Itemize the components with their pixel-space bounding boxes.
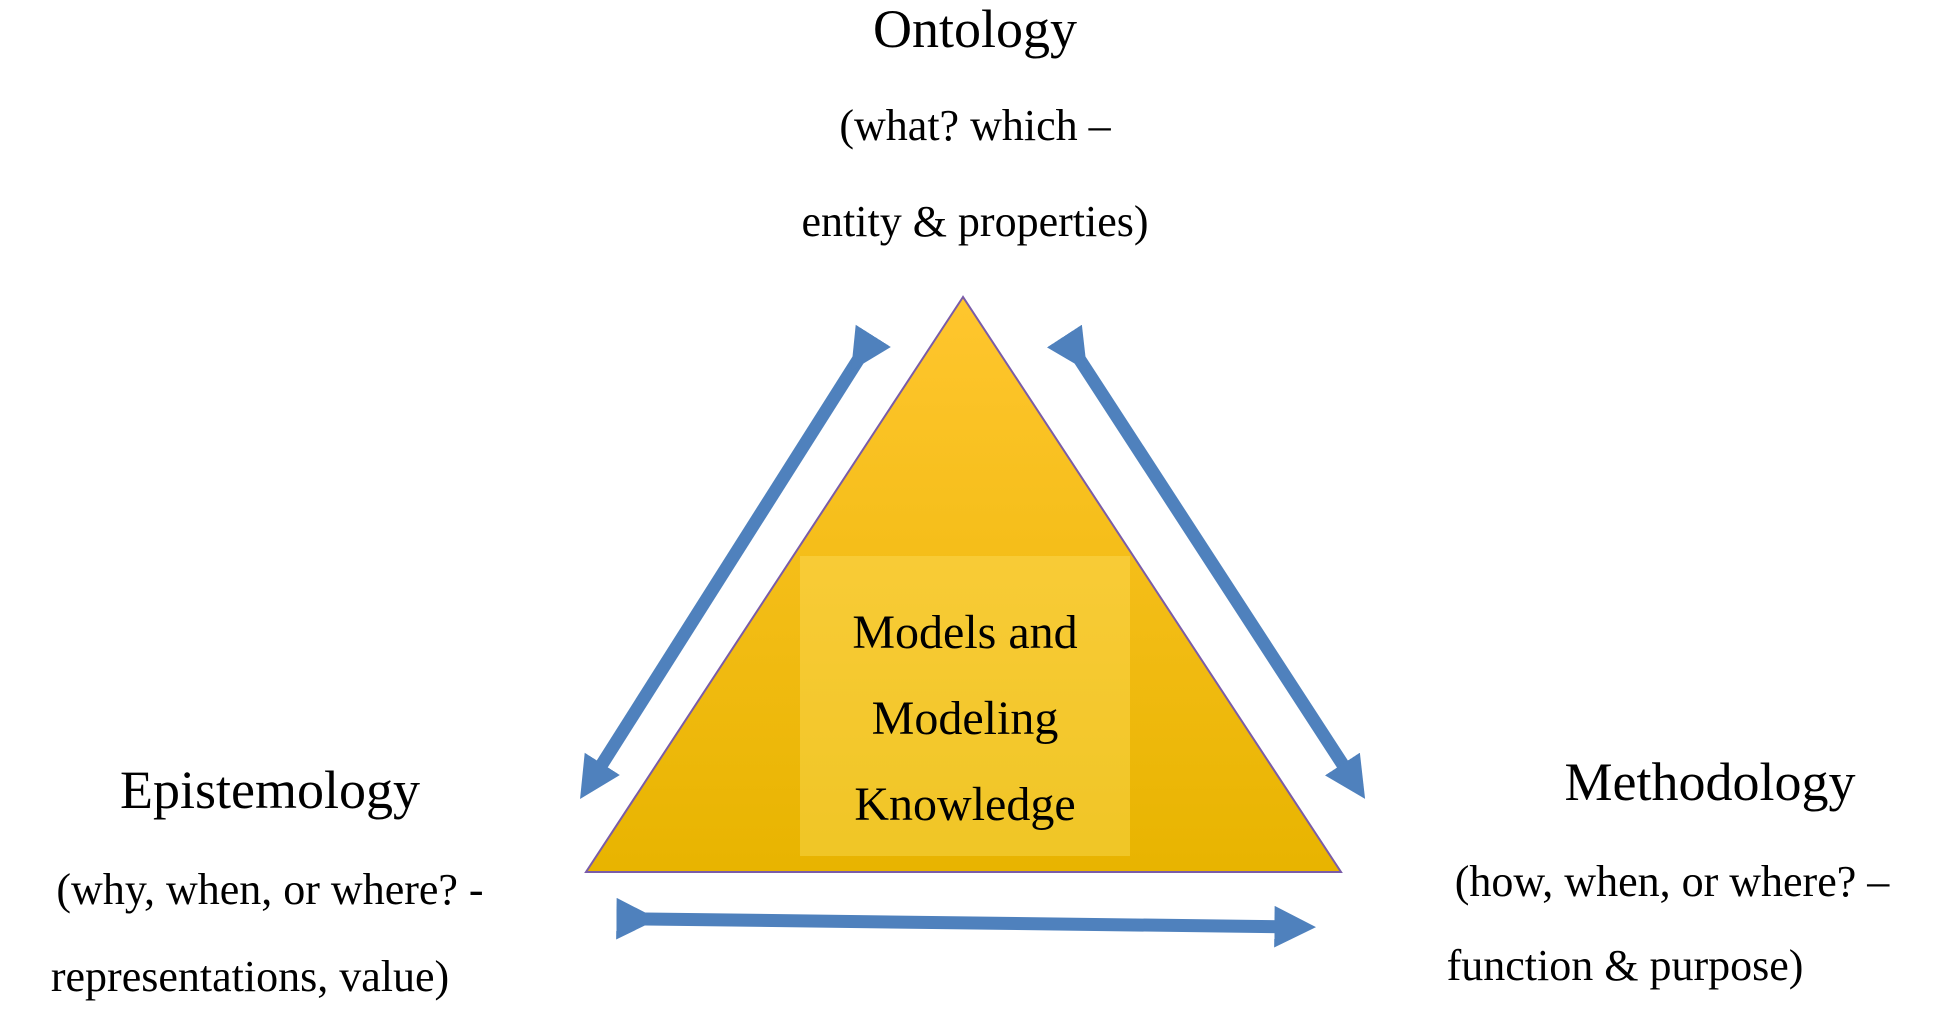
ontology-title: Ontology <box>872 0 1077 59</box>
methodology-title: Methodology <box>1564 752 1856 812</box>
arrow-ontology-epistemology <box>580 324 891 799</box>
center-line-1: Models and <box>852 606 1078 659</box>
center-label: Models and Modeling Knowledge <box>800 590 1130 848</box>
arrow-ontology-methodology <box>1046 324 1366 799</box>
epistemology-title: Epistemology <box>120 760 420 820</box>
methodology-line-2: function & purpose) <box>1446 941 1804 990</box>
epistemology-line-2: representations, value) <box>50 952 450 1001</box>
ontology-line-1: (what? which – <box>839 101 1111 150</box>
center-line-2: Modeling <box>871 692 1059 745</box>
center-line-3: Knowledge <box>854 778 1076 831</box>
center-highlight-box <box>800 556 1130 856</box>
arrow-epistemology-methodology <box>616 897 1316 948</box>
epistemology-line-1: (why, when, or where? - <box>56 865 484 914</box>
methodology-line-1: (how, when, or where? – <box>1454 857 1890 906</box>
ontology-line-2: entity & properties) <box>801 197 1149 246</box>
